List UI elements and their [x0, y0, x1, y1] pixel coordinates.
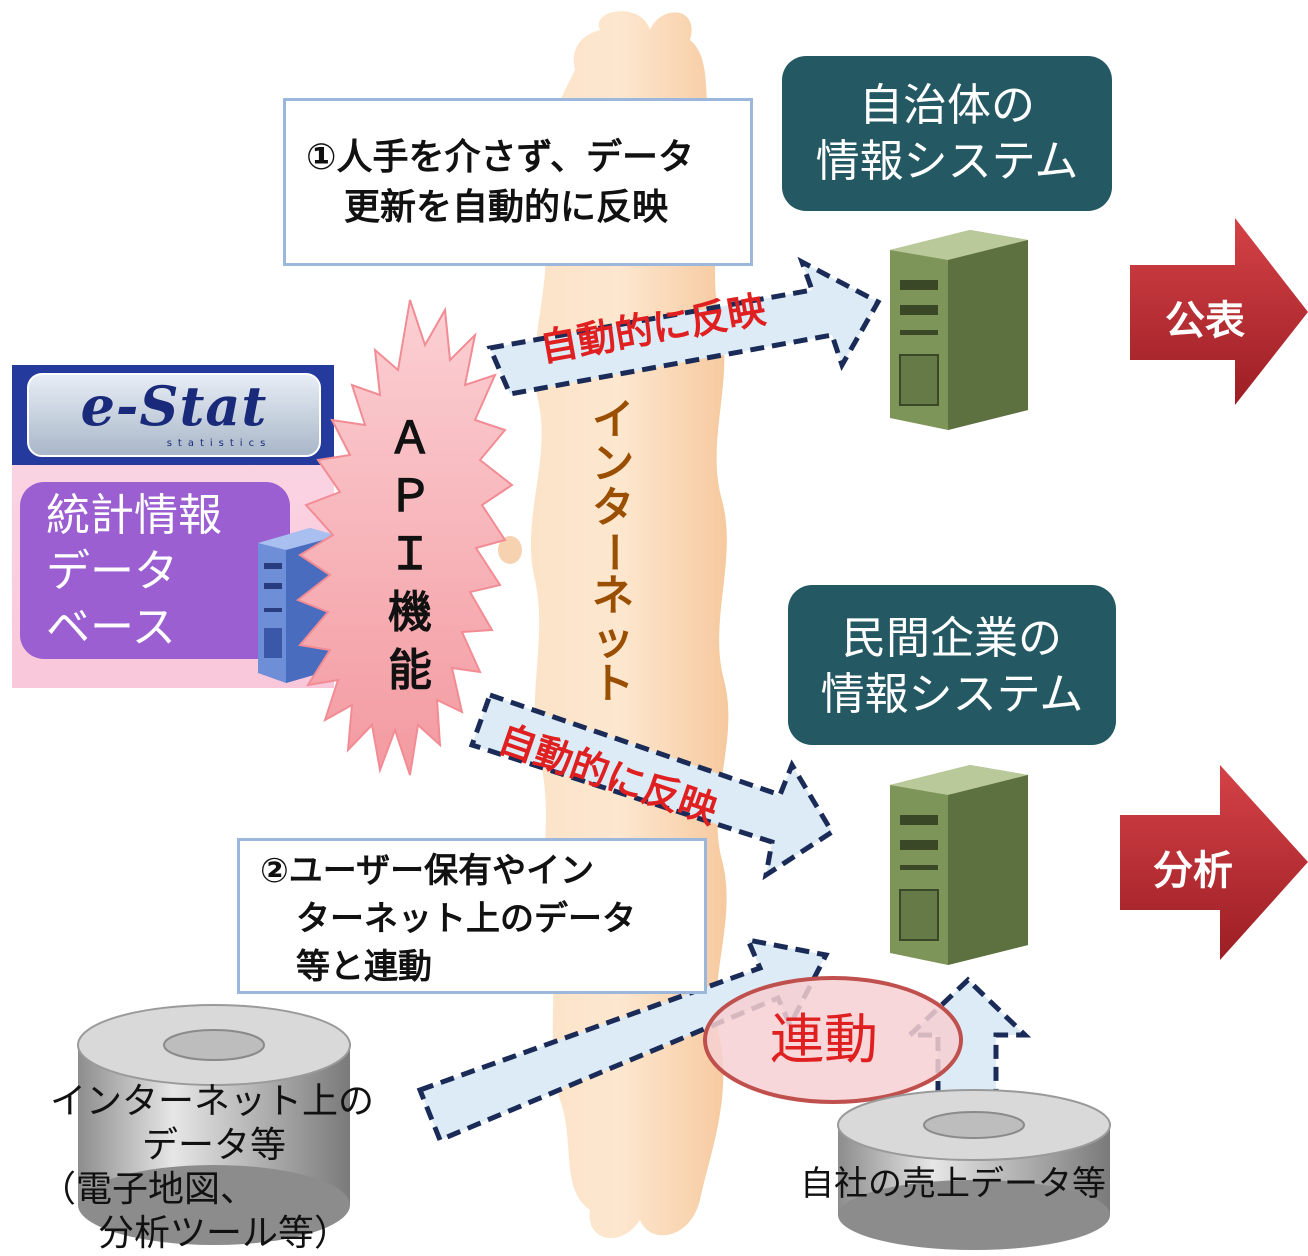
estat-db-line3: ベース — [46, 602, 176, 653]
internet-char: ネ — [591, 571, 634, 620]
local-gov-system-box: 自治体の 情報システム — [782, 56, 1112, 211]
internet-data-line3: （電子地図、 — [40, 1169, 257, 1210]
estat-database-label: 統計情報 データ ベース — [46, 488, 222, 656]
callout-data-link-line1: ②ユーザー保有やイン — [260, 851, 595, 891]
link-label: 連動 — [770, 1008, 878, 1071]
api-char: Ｉ — [388, 529, 432, 580]
estat-logo-subtitle: statistics — [166, 438, 272, 449]
estat-logo-text: e-Stat — [80, 374, 268, 438]
internet-char: ン — [591, 439, 634, 488]
arrow-to-local-gov — [486, 256, 882, 397]
callout-auto-update-line2: 更新を自動的に反映 — [344, 187, 669, 228]
internet-char: ッ — [591, 615, 634, 664]
local-gov-server-icon — [890, 230, 1028, 430]
internet-data-label: インターネット上の データ等 （電子地図、 分析ツール等） — [40, 1080, 400, 1256]
link-ellipse — [703, 976, 963, 1104]
callout-data-link-line2: ターネット上のデータ — [296, 899, 636, 939]
estat-db-line2: データ — [46, 546, 178, 597]
output-label-analysis: 分析 — [1153, 848, 1233, 894]
company-data-cylinder — [837, 1089, 1111, 1250]
api-char: Ｐ — [388, 471, 432, 522]
internet-data-cylinder — [77, 1004, 351, 1245]
internet-char: ー — [589, 530, 638, 573]
private-system-box: 民間企業の 情報システム — [788, 585, 1116, 745]
arrow-to-private — [468, 691, 836, 881]
local-gov-system-line2: 情報システム — [815, 136, 1079, 187]
output-label-publish: 公表 — [1165, 298, 1245, 344]
api-char: Ａ — [388, 413, 432, 464]
company-data-label: 自社の売上データ等 — [800, 1164, 1106, 1204]
internet-data-line2: データ等 — [142, 1125, 287, 1166]
callout-auto-update: ①人手を介さず、データ 更新を自動的に反映 — [283, 98, 753, 266]
output-arrow-analysis — [1120, 765, 1308, 960]
local-gov-system-line1: 自治体の — [859, 80, 1035, 131]
api-char: 能 — [388, 645, 432, 696]
internet-data-line4: 分析ツール等） — [98, 1213, 351, 1254]
internet-label: イ ン タ ー ネ ッ ト — [585, 398, 641, 706]
internet-char: ト — [591, 659, 634, 708]
callout-data-link-line3: 等と連動 — [296, 947, 432, 987]
internet-data-line1: インターネット上の — [50, 1081, 375, 1122]
callout-auto-update-line1: ①人手を介さず、データ — [306, 137, 694, 178]
internet-char: タ — [591, 483, 634, 532]
private-server-icon — [890, 765, 1028, 965]
private-system-line1: 民間企業の — [842, 613, 1062, 664]
estat-logo: e-Stat statistics — [28, 374, 320, 456]
output-arrow-publish — [1130, 218, 1308, 405]
api-char: 機 — [388, 587, 432, 638]
private-system-line2: 情報システム — [820, 669, 1084, 720]
api-burst — [296, 299, 514, 776]
internet-char: イ — [591, 395, 634, 444]
estat-db-line1: 統計情報 — [46, 490, 222, 541]
api-label: Ａ Ｐ Ｉ 機 能 — [378, 410, 442, 700]
callout-data-link: ②ユーザー保有やイン ターネット上のデータ 等と連動 — [237, 838, 707, 994]
